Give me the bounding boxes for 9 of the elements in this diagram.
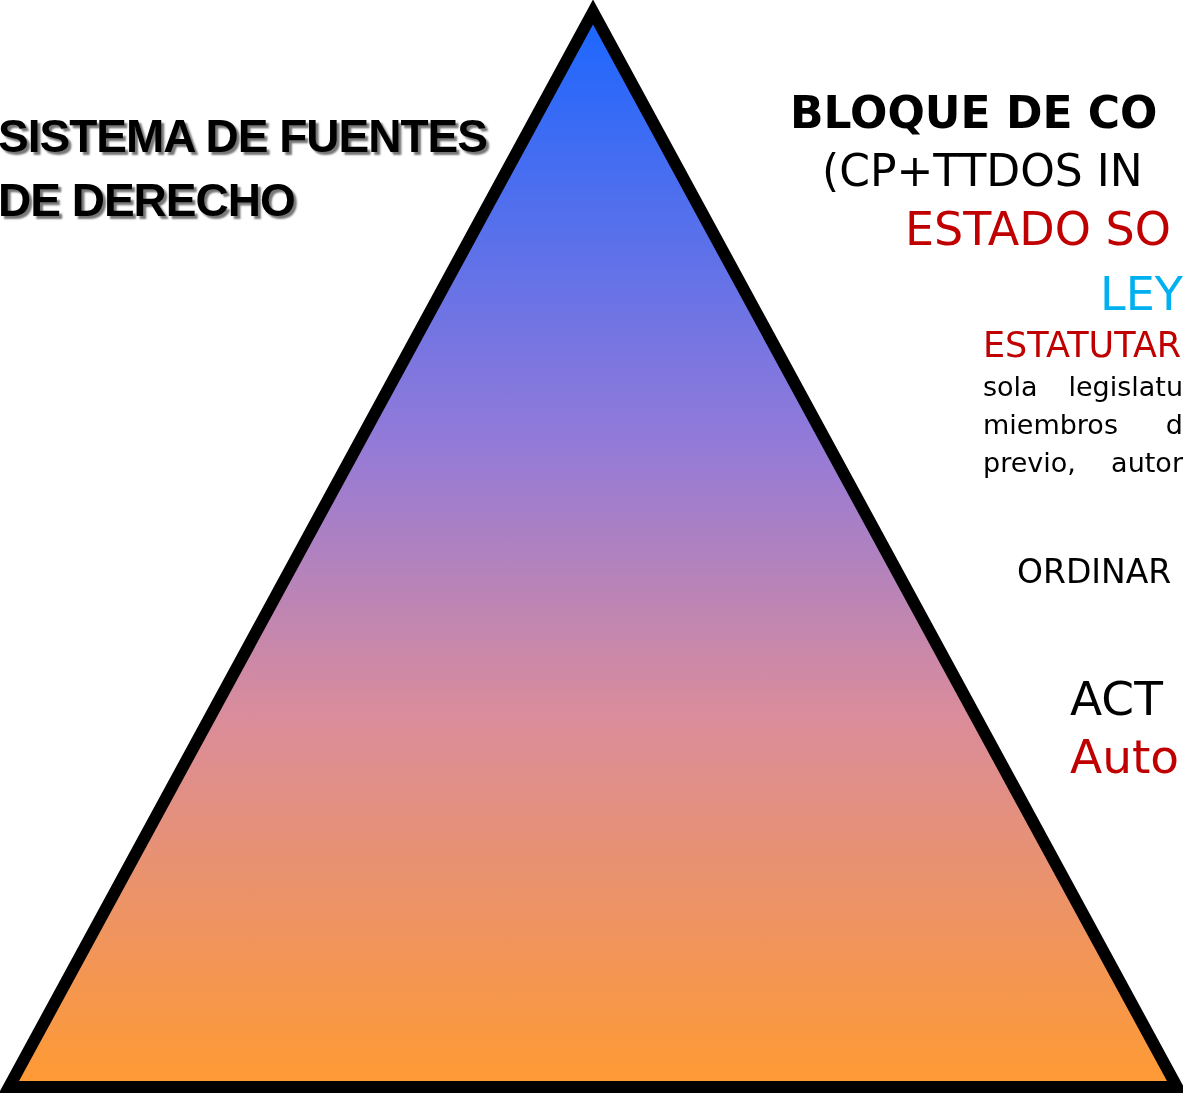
text-label: Auto [1070, 730, 1180, 785]
paragraph: sola legislatu miembros d previo, autor [983, 370, 1183, 480]
text-label: ESTATUTAR [983, 325, 1182, 366]
text-label: LEY [1100, 268, 1183, 321]
text-label: ACT [1070, 672, 1163, 727]
text-label: ESTADO SO [905, 203, 1171, 256]
text-label: ORDINAR [1017, 553, 1172, 591]
heading-label: BLOQUE DE CO [790, 88, 1158, 139]
text-label: (CP+TTDOS IN [822, 146, 1143, 197]
